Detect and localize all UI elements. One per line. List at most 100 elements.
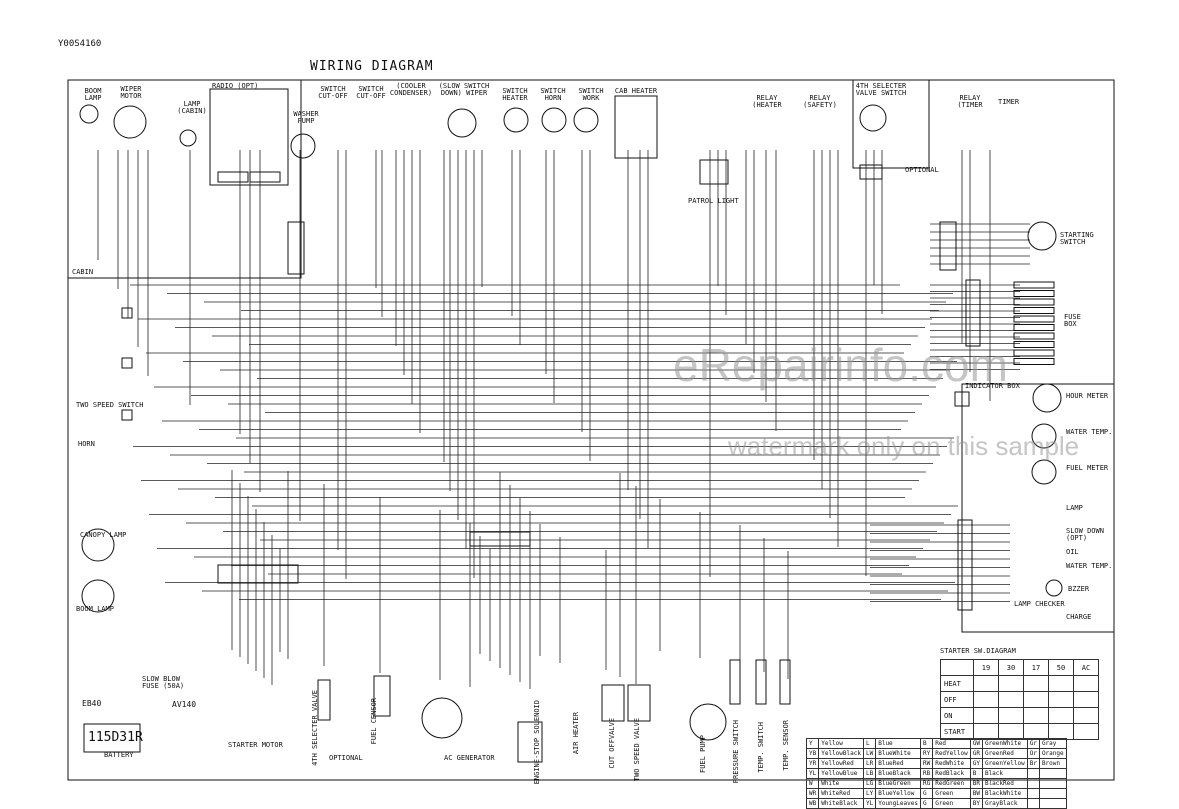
fuse [1013, 341, 1055, 348]
color-code-cell: RedGreen [932, 778, 971, 789]
boom-lamp-symbol [79, 104, 99, 124]
color-code-cell: BR [969, 778, 983, 789]
color-code-cell: Br [1026, 758, 1040, 769]
bottom-pressure-switch: PRESSURE SWITCH [732, 720, 740, 784]
battery-symbol [83, 723, 141, 753]
connector [939, 221, 957, 271]
sw-row: HEAT [940, 675, 974, 692]
lamp-slow-down: SLOW DOWN (OPT) [1066, 527, 1104, 542]
gauge-hour-meter: HOUR METER [1066, 392, 1109, 400]
cabin-lamp-symbol [179, 129, 197, 147]
buzzer-symbol [1045, 579, 1063, 597]
switch-work: SWITCH WORK [578, 87, 604, 102]
charge: CHARGE [1066, 613, 1092, 621]
color-code-cell: LW [862, 748, 877, 759]
timer: TIMER [998, 98, 1020, 106]
cabin-boom-lamp: BOOM LAMP [84, 87, 102, 102]
cabin-wiper-motor: WIPER MOTOR [120, 85, 142, 100]
bottom-ac-generator: AC GENERATOR [444, 754, 495, 762]
color-code-cell [1026, 798, 1040, 809]
color-code-cell: BlackWhite [981, 788, 1028, 799]
device-box [627, 684, 651, 722]
color-code-cell: Brown [1038, 758, 1067, 769]
optional-label: OPTIONAL [905, 166, 939, 174]
color-code-cell: GreenRed [981, 748, 1028, 759]
color-code-cell [1026, 788, 1040, 799]
fuse [1013, 281, 1055, 289]
color-code-cell: Green [932, 798, 971, 809]
color-code-cell: RedBlack [932, 768, 971, 779]
eb40: EB40 [82, 699, 102, 708]
fuse [1013, 298, 1055, 306]
color-code-cell: BlueRed [875, 758, 921, 769]
color-code-cell: WhiteRed [818, 788, 864, 799]
color-code-cell: Gr [1026, 738, 1040, 749]
color-code-cell: White [818, 778, 864, 789]
sw-col: 17 [1023, 659, 1049, 676]
wiper-motor-symbol [113, 105, 147, 139]
color-code-cell: LG [862, 778, 877, 789]
color-code-cell: WB [805, 798, 820, 809]
color-code-cell: GR [969, 748, 983, 759]
color-code-cell: YellowBlue [818, 768, 864, 779]
starter-motor: STARTER MOTOR [228, 741, 283, 749]
patrol-light: PATROL LIGHT [688, 197, 739, 205]
color-code-cell: BlueYellow [875, 788, 921, 799]
watermark-sub: watermark only on this sample [728, 431, 1080, 461]
bottom-optional: OPTIONAL [329, 754, 363, 762]
sw-row: ON [940, 707, 974, 724]
selector-valve-switch: 4TH SELECTER VALVE SWITCH [855, 82, 907, 97]
color-code-cell: Y [805, 738, 820, 749]
bottom-4th-selector-valve: 4TH SELECTER VALVE [311, 690, 319, 766]
lamp-checker: LAMP CHECKER [1014, 600, 1065, 608]
color-code-cell [1038, 768, 1067, 779]
bottom-two-speed-valve: TWO SPEED VALVE [633, 718, 641, 782]
color-code-cell: W [805, 778, 820, 789]
cabin-lamp: LAMP (CABIN) [177, 100, 207, 115]
sw-row: OFF [940, 691, 974, 708]
color-code-cell: Black [981, 768, 1028, 779]
fuse [1013, 315, 1055, 323]
bottom-air-heater: AIR HEATER [572, 712, 580, 755]
starting-switch-symbol [1027, 221, 1057, 251]
connector [469, 531, 531, 547]
color-code-cell: YellowRed [818, 758, 864, 769]
connector [859, 164, 883, 180]
relay-heater: RELAY (HEATER [752, 94, 782, 109]
selector-switch-symbol [859, 104, 887, 132]
gauge-water-temp: WATER TEMP. [1066, 428, 1113, 436]
bottom-fuel-pump: FUEL PUMP [699, 735, 707, 773]
device-box [755, 659, 767, 705]
color-code-cell: WR [805, 788, 820, 799]
color-code-cell: LR [862, 758, 877, 769]
color-code-cell: LB [862, 768, 877, 779]
sw-col: 50 [1048, 659, 1074, 676]
color-code-cell: GreenWhite [981, 738, 1028, 749]
fuse [1013, 332, 1055, 340]
canopy-lamp: CANOPY LAMP [80, 531, 127, 539]
cutoff-switch-2: SWITCH CUT-OFF [356, 85, 386, 100]
color-code-cell: Gray [1038, 738, 1067, 749]
connector [957, 519, 973, 611]
color-code-cell: YL [862, 798, 877, 809]
connector [217, 564, 299, 584]
horn-switch-symbol [541, 107, 567, 133]
relay-timer: RELAY (TIMER [957, 94, 983, 109]
switch-heater: SWITCH HEATER [502, 87, 528, 102]
color-code-cell [1026, 768, 1040, 779]
color-code-cell: Orange [1038, 748, 1067, 759]
color-code-cell [1038, 778, 1067, 789]
fuse [1013, 290, 1055, 297]
color-code-cell: RY [919, 748, 934, 759]
color-code-cell: B [969, 768, 983, 779]
color-code-cell: RB [919, 768, 934, 779]
sw-col: 30 [998, 659, 1024, 676]
color-code-cell: BY [969, 798, 983, 809]
battery-code: 115D31R [88, 730, 143, 745]
color-code-cell: YB [805, 748, 820, 759]
watermark-main: eRepairinfo.com [673, 339, 1008, 391]
device-box [601, 684, 625, 722]
bottom-temp-switch: TEMP. SWITCH [757, 722, 765, 773]
two-speed-switch: TWO SPEED SWITCH [76, 401, 144, 409]
